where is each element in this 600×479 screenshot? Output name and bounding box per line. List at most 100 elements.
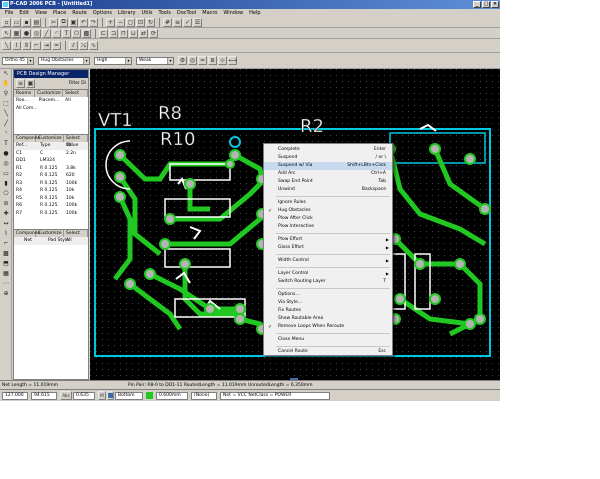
route-mode-select[interactable]: Ortho 45▾ xyxy=(2,56,34,65)
arc-icon[interactable]: ◝ xyxy=(4,130,8,137)
route-diff-pair-icon[interactable]: ⫽ xyxy=(69,41,78,50)
layer-toggle-icon[interactable]: ⧈ xyxy=(208,56,217,65)
point-icon[interactable]: ✚ xyxy=(3,210,9,217)
menu-help[interactable]: Help xyxy=(249,10,261,16)
menu-show-routable-area[interactable]: Show Routable Area xyxy=(278,316,324,321)
open-icon[interactable]: ▭ xyxy=(12,17,21,27)
zoom-window-icon[interactable]: ◻ xyxy=(126,17,135,27)
list-item[interactable]: All Com... xyxy=(16,105,38,111)
copy-icon[interactable]: ⧉ xyxy=(59,17,68,27)
redraw-icon[interactable]: ↻ xyxy=(146,17,155,27)
pointer-icon[interactable]: ↖ xyxy=(3,70,9,77)
customize-button[interactable]: Customize xyxy=(36,135,64,142)
via-icon[interactable]: ◎ xyxy=(3,160,9,167)
grid-size[interactable]: 0.635 xyxy=(73,391,95,400)
width-field[interactable]: 0.600mm xyxy=(156,391,188,400)
menu-edit[interactable]: Edit xyxy=(19,10,30,16)
minimize-button[interactable]: _ xyxy=(473,1,481,8)
glue-icon[interactable]: ⊕ xyxy=(3,290,9,297)
redo-icon[interactable]: ↷ xyxy=(89,17,98,27)
menu-remove-loops[interactable]: ✓Remove Loops When Reroute xyxy=(268,324,345,330)
save-icon[interactable]: ▪ xyxy=(22,17,31,27)
route-tune-icon[interactable]: ∿ xyxy=(89,41,98,50)
via-icon[interactable]: ◎ xyxy=(188,56,197,65)
room-icon[interactable]: ⬒ xyxy=(3,260,9,267)
abs-toggle[interactable]: Abs xyxy=(60,391,72,400)
components-tab[interactable]: Componen xyxy=(16,135,41,142)
menu-plow-after-click[interactable]: Plow After Click xyxy=(278,216,313,221)
menu-width-control[interactable]: Width Control▶ xyxy=(278,258,389,263)
menu-library[interactable]: Library xyxy=(118,10,136,16)
filter-label[interactable]: Filter Di xyxy=(68,81,86,86)
menu-window[interactable]: Window xyxy=(223,10,244,16)
net-icon[interactable]: ⋯ xyxy=(3,280,9,287)
menu-view[interactable]: View xyxy=(35,10,47,16)
menu-gloss-effort[interactable]: Gloss Effort▶ xyxy=(278,245,389,250)
menu-close-menu[interactable]: Close Menu xyxy=(278,337,305,342)
rect-icon[interactable]: ▭ xyxy=(3,170,9,177)
paste-icon[interactable]: ▣ xyxy=(69,17,78,27)
place-arc-icon[interactable]: ◜ xyxy=(52,28,61,38)
menu-tools[interactable]: Tools xyxy=(158,10,171,16)
drc-icon[interactable]: ✓ xyxy=(183,17,192,27)
layers-icon[interactable]: ≡ xyxy=(173,17,182,27)
effort-select[interactable]: Weak▾ xyxy=(136,56,174,65)
zoom-icon[interactable]: ⚲ xyxy=(3,90,9,97)
dimension-icon[interactable]: ↔ xyxy=(3,220,9,227)
rotate-icon[interactable]: ⟳ xyxy=(149,28,158,38)
filter-icon[interactable]: ▣ xyxy=(26,79,35,88)
menu-doctool[interactable]: DocTool xyxy=(176,10,197,16)
close-button[interactable]: × xyxy=(491,1,499,8)
width-icon[interactable]: ═ xyxy=(198,56,207,65)
menu-ignore-rules[interactable]: Ignore Rules xyxy=(278,200,306,205)
tree-icon[interactable]: ≡ xyxy=(16,79,25,88)
active-route-via[interactable] xyxy=(229,136,241,148)
menu-fix-routes[interactable]: Fix Routes xyxy=(278,308,302,313)
route-fanout-icon[interactable]: ⤯ xyxy=(79,41,88,50)
style-field[interactable]: (None) xyxy=(191,391,217,400)
nets-tab[interactable]: Componen xyxy=(16,230,41,237)
select-icon[interactable]: ↖ xyxy=(2,28,11,38)
select-all-button[interactable]: Select All xyxy=(63,90,88,103)
route-options-icon[interactable]: ⚙ xyxy=(178,56,187,65)
place-text-icon[interactable]: T xyxy=(62,28,71,38)
menu-suspend[interactable]: Suspend/ or \ xyxy=(278,155,386,160)
layer-mode-button[interactable]: M xyxy=(98,391,106,400)
align-left-icon[interactable]: ⊏ xyxy=(99,28,108,38)
zoom-in-icon[interactable]: + xyxy=(106,17,115,27)
keepout-icon[interactable]: ⊘ xyxy=(3,200,9,207)
menu-via-style[interactable]: Via Style... xyxy=(278,300,303,305)
new-icon[interactable]: ▫ xyxy=(2,17,11,27)
level-select[interactable]: High▾ xyxy=(94,56,132,65)
align-bottom-icon[interactable]: ⊔ xyxy=(129,28,138,38)
cut-icon[interactable]: ✂ xyxy=(49,17,58,27)
place-line-icon[interactable]: ╱ xyxy=(42,28,51,38)
align-right-icon[interactable]: ⊐ xyxy=(109,28,118,38)
menu-layer-control[interactable]: Layer Control▶ xyxy=(278,271,389,276)
line-icon[interactable]: ╲ xyxy=(4,110,8,117)
hand-icon[interactable]: ✋ xyxy=(2,80,10,87)
menu-options[interactable]: Options xyxy=(92,10,113,16)
menu-route[interactable]: Route xyxy=(72,10,87,16)
properties-icon[interactable]: ☰ xyxy=(193,17,202,27)
place-via-icon[interactable]: ◎ xyxy=(32,28,41,38)
wire-icon[interactable]: ╱ xyxy=(4,120,8,127)
miter-icon[interactable]: ⌐ xyxy=(3,240,9,247)
layer-select[interactable]: Bottom xyxy=(115,391,143,400)
route-interactive-icon[interactable]: ⌇ xyxy=(12,41,21,50)
place-copper-icon[interactable]: ▩ xyxy=(82,28,91,38)
polygon-icon[interactable]: ⬠ xyxy=(3,190,9,197)
fill-icon[interactable]: ▮ xyxy=(4,180,8,187)
